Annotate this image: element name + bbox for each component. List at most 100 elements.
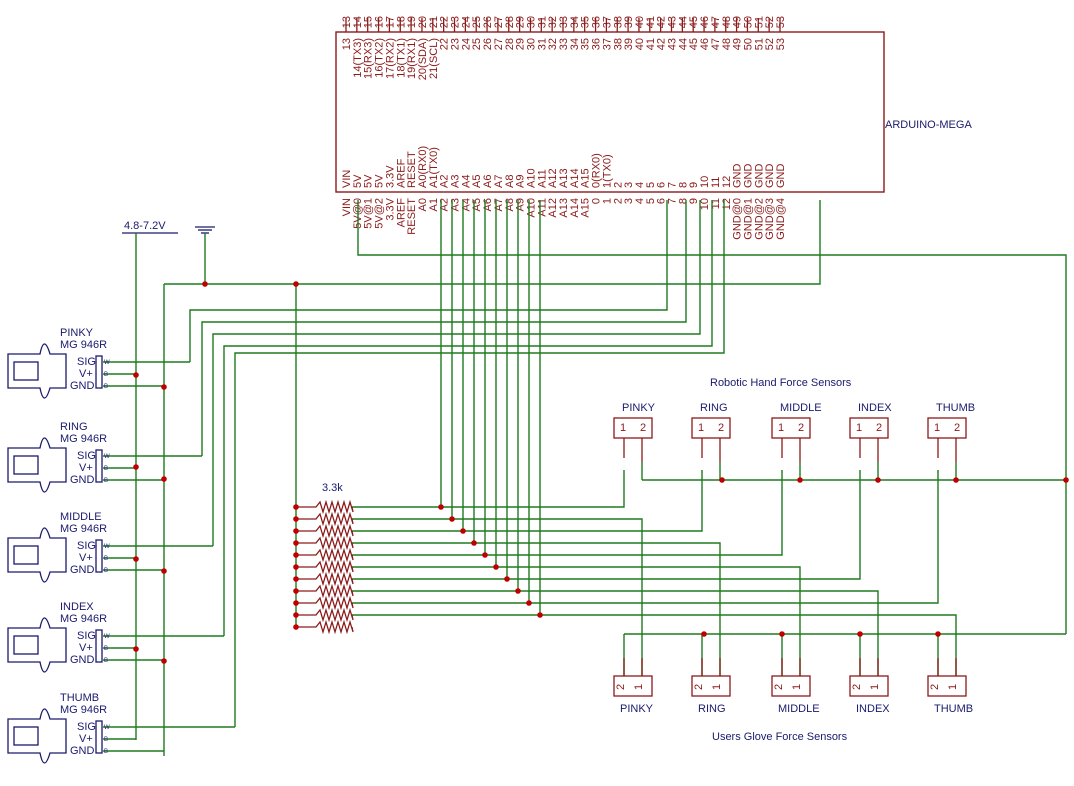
servo-w-mark: W: [104, 725, 110, 731]
junction-dot: [471, 540, 477, 546]
top-pin-number: 25: [471, 16, 483, 28]
bottom-inner-label: A11: [536, 169, 548, 188]
bottom-inner-label: A10: [525, 168, 537, 188]
top-inner-label: 50: [742, 38, 754, 50]
junction-dot: [293, 564, 299, 570]
bottom-inner-label: 2: [612, 182, 624, 188]
top-inner-label: 21(SCL): [428, 38, 440, 79]
bottom-inner-label: VIN: [341, 170, 353, 188]
ground-symbol: [195, 226, 215, 284]
bottom-inner-label: 12: [721, 176, 733, 188]
junction-dot: [293, 612, 299, 618]
servo-horn: [13, 635, 39, 655]
junction-dot: [482, 552, 488, 558]
junction-dot: [875, 477, 881, 483]
power-label: 4.8-7.2V: [124, 220, 166, 232]
bottom-inner-label: A3: [450, 175, 462, 188]
bottom-pin-label: 5V@1: [363, 198, 375, 229]
glove-sensor-body: [771, 675, 811, 697]
bottom-inner-label: A0(RX0): [417, 146, 429, 188]
servo-gnd-label: GND: [70, 564, 95, 576]
junction-dot: [797, 477, 803, 483]
servo-gnd-label: GND: [70, 745, 95, 757]
sensor-pin-2: 2: [693, 684, 705, 690]
resistor: [296, 499, 354, 515]
top-inner-label: 14(TX3): [352, 38, 364, 78]
robotic-sensor-body: [927, 417, 967, 439]
bottom-inner-label: 10: [699, 176, 711, 188]
bottom-inner-label: RESET: [406, 151, 418, 188]
servo-name: MIDDLE: [60, 511, 102, 523]
resistor: [296, 547, 354, 563]
top-pin-number: 26: [482, 16, 494, 28]
top-inner-label: 32: [547, 38, 559, 50]
bottom-inner-label: GND: [742, 164, 754, 189]
wire: [352, 614, 957, 676]
bottom-pin-label: 5: [645, 198, 657, 204]
resistor: [296, 619, 354, 635]
servo-sig-label: SIG: [77, 630, 96, 642]
arduino-bottom-pin-labels: VIN5V@05V@15V@23.3VAREFRESETA0A1A2A3A4A5…: [341, 197, 787, 239]
junction-dot: [515, 588, 521, 594]
wire: [234, 200, 725, 727]
junction-dot: [526, 600, 532, 606]
top-pin-number: 53: [775, 16, 787, 28]
top-pin-number: 40: [634, 16, 646, 28]
top-inner-label: 49: [732, 38, 744, 50]
top-inner-label: 25: [471, 38, 483, 50]
sensor-pin-1: 1: [869, 684, 881, 690]
top-pin-number: 19: [406, 16, 418, 28]
sensor-pin-1: 1: [947, 684, 959, 690]
bottom-pin-label: GND@2: [753, 198, 765, 240]
bottom-inner-label: A8: [504, 175, 516, 188]
top-pin-number: 15: [363, 16, 375, 28]
servo-horn: [13, 726, 39, 746]
bottom-inner-label: 7: [667, 182, 679, 188]
top-inner-label: 28: [504, 38, 516, 50]
glove-sensor-name: RING: [698, 703, 726, 715]
servo-vplus-label: V+: [79, 552, 93, 564]
bottom-pin-label: 3: [623, 198, 635, 204]
arduino-top-pin-stubs: [345, 18, 781, 32]
bottom-pin-label: 4: [634, 198, 646, 204]
bottom-inner-label: A12: [547, 168, 559, 188]
glove-sensor-body: [613, 675, 653, 697]
servo-connector: [95, 720, 103, 754]
bottom-pin-label: 6: [656, 198, 668, 204]
top-inner-label: 22: [439, 38, 451, 50]
servo-b-mark: B: [104, 749, 108, 755]
servo-connector: [95, 629, 103, 663]
top-pin-number: 38: [612, 16, 624, 28]
top-inner-label: 45: [688, 38, 700, 50]
bottom-inner-label: A6: [482, 175, 494, 188]
sensor-pin-1: 1: [620, 422, 626, 434]
top-inner-label: 15(RX3): [363, 38, 375, 79]
top-inner-label: 24: [460, 38, 472, 50]
glove-sensor-name: INDEX: [856, 703, 890, 715]
top-pin-number: 48: [721, 16, 733, 28]
resistor: [296, 583, 354, 599]
top-pin-number: 23: [450, 16, 462, 28]
sensor-pin-1: 1: [633, 684, 645, 690]
wire: [352, 470, 625, 508]
junction-dot: [293, 600, 299, 606]
glove-sensor-name: THUMB: [934, 703, 973, 715]
bottom-inner-label: 5V: [352, 174, 364, 188]
bottom-pin-label: GND@0: [732, 198, 744, 240]
bottom-inner-label: GND: [732, 164, 744, 189]
bottom-inner-label: 3.3V: [384, 165, 396, 188]
resistor: [296, 607, 354, 623]
wire: [164, 200, 821, 285]
bottom-inner-label: 5V: [374, 174, 386, 188]
sensor-group: Robotic Hand Force Sensors Users Glove F…: [613, 377, 975, 743]
top-inner-label: 46: [699, 38, 711, 50]
top-inner-label: 34: [569, 38, 581, 50]
sensor-pin-1: 1: [778, 422, 784, 434]
